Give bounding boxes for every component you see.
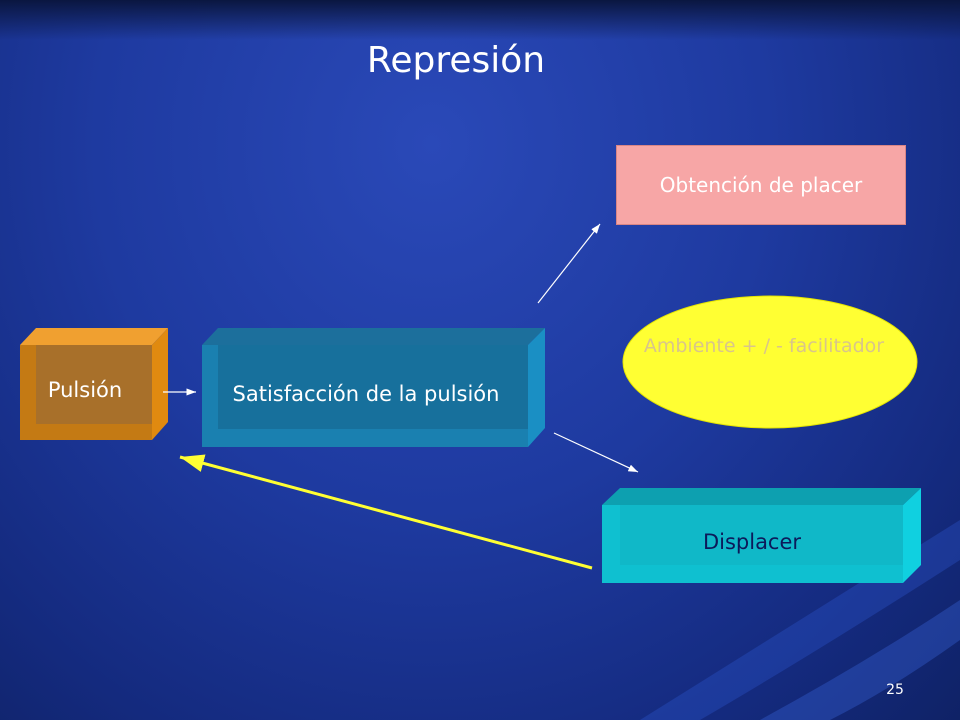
satisfaccion-box — [202, 328, 545, 447]
displacer-label: Displacer — [702, 530, 802, 554]
arrow-displacer-to-pulsion — [179, 454, 593, 570]
page-number: 25 — [886, 682, 904, 698]
slide-title: Represión — [366, 40, 546, 81]
top-band — [0, 0, 960, 40]
pulsion-label: Pulsión — [47, 378, 123, 402]
ambiente-label: Ambiente + / - facilitador — [643, 335, 885, 357]
pulsion-box — [20, 328, 168, 440]
ambiente-ellipse — [622, 295, 918, 429]
obtencion-box: Obtención de placer — [616, 145, 906, 225]
satisfaccion-label: Satisfacción de la pulsión — [232, 382, 500, 406]
obtencion-label: Obtención de placer — [659, 173, 863, 197]
displacer-box — [602, 488, 921, 583]
arrow-to-obtencion — [537, 223, 601, 304]
arrow-to-displacer — [553, 432, 639, 473]
